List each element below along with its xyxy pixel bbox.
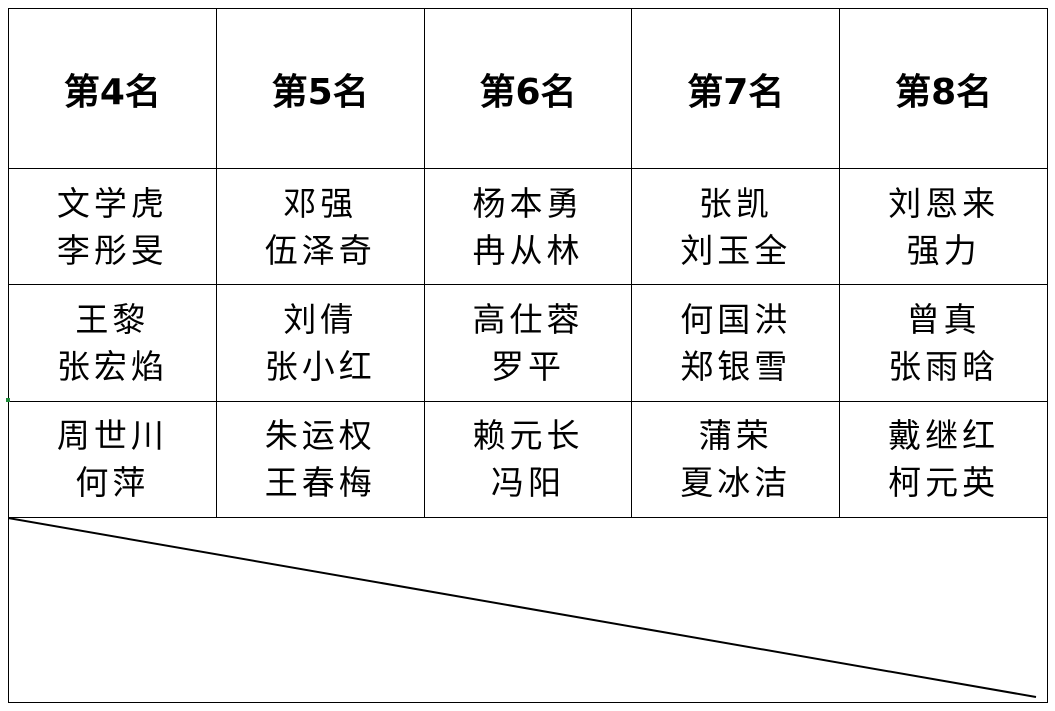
name-2: 刘玉全	[680, 230, 792, 270]
name-2: 罗平	[490, 346, 565, 386]
name-2: 张宏焰	[56, 346, 168, 386]
name-2: 何萍	[75, 463, 150, 503]
header-rank-8: 第8名	[839, 7, 1048, 170]
name-1: 何国洪	[680, 299, 792, 339]
name-2: 冉从林	[472, 230, 584, 270]
name-2: 柯元英	[888, 463, 1000, 503]
name-cell: 周世川何萍	[8, 400, 217, 518]
name-1: 刘倩	[283, 299, 358, 339]
name-1: 刘恩来	[888, 183, 1000, 223]
name-1: 王黎	[75, 299, 150, 339]
name-1: 戴继红	[888, 416, 1000, 456]
name-cell: 曾真张雨晗	[839, 284, 1048, 402]
name-cell: 刘恩来强力	[839, 168, 1048, 286]
name-cell: 戴继红柯元英	[839, 400, 1048, 518]
name-cell: 蒲荣夏冰洁	[631, 400, 841, 518]
name-cell: 文学虎李彤旻	[8, 168, 217, 286]
name-cell: 邓强伍泽奇	[215, 168, 425, 286]
header-rank-6: 第6名	[423, 7, 633, 170]
ranking-table: 第4名 第5名 第6名 第7名 第8名 文学虎李彤旻 邓强伍泽奇 杨本勇冉从林 …	[8, 7, 1048, 704]
name-2: 冯阳	[490, 463, 565, 503]
name-cell: 朱运权王春梅	[215, 400, 425, 518]
name-1: 张凯	[698, 183, 773, 223]
table-row: 王黎张宏焰 刘倩张小红 高仕蓉罗平 何国洪郑银雪 曾真张雨晗	[8, 284, 1048, 402]
name-1: 杨本勇	[472, 183, 584, 223]
name-1: 朱运权	[264, 416, 376, 456]
name-1: 文学虎	[56, 183, 168, 223]
name-2: 张小红	[264, 346, 376, 386]
name-2: 强力	[906, 230, 981, 270]
diagonal-cell[interactable]	[8, 516, 1048, 704]
name-1: 蒲荣	[698, 416, 773, 456]
header-row: 第4名 第5名 第6名 第7名 第8名	[8, 7, 1048, 170]
name-1: 周世川	[56, 416, 168, 456]
name-1: 邓强	[283, 183, 358, 223]
name-cell: 赖元长冯阳	[423, 400, 633, 518]
empty-merged-row	[8, 516, 1048, 704]
header-rank-7: 第7名	[631, 7, 841, 170]
name-2: 张雨晗	[888, 346, 1000, 386]
name-cell: 张凯刘玉全	[631, 168, 841, 286]
name-1: 高仕蓉	[472, 299, 584, 339]
name-1: 赖元长	[472, 416, 584, 456]
table-row: 周世川何萍 朱运权王春梅 赖元长冯阳 蒲荣夏冰洁 戴继红柯元英	[8, 400, 1048, 518]
cell-marker-icon	[6, 398, 10, 402]
table-row: 文学虎李彤旻 邓强伍泽奇 杨本勇冉从林 张凯刘玉全 刘恩来强力	[8, 168, 1048, 286]
name-2: 李彤旻	[56, 230, 168, 270]
header-rank-5: 第5名	[215, 7, 425, 170]
name-cell: 高仕蓉罗平	[423, 284, 633, 402]
name-cell: 杨本勇冉从林	[423, 168, 633, 286]
name-cell: 刘倩张小红	[215, 284, 425, 402]
name-2: 伍泽奇	[264, 230, 376, 270]
name-2: 王春梅	[264, 463, 376, 503]
name-cell: 王黎张宏焰	[8, 284, 217, 402]
name-2: 郑银雪	[680, 346, 792, 386]
header-rank-4: 第4名	[8, 7, 217, 170]
name-2: 夏冰洁	[680, 463, 792, 503]
name-cell: 何国洪郑银雪	[631, 284, 841, 402]
name-1: 曾真	[906, 299, 981, 339]
